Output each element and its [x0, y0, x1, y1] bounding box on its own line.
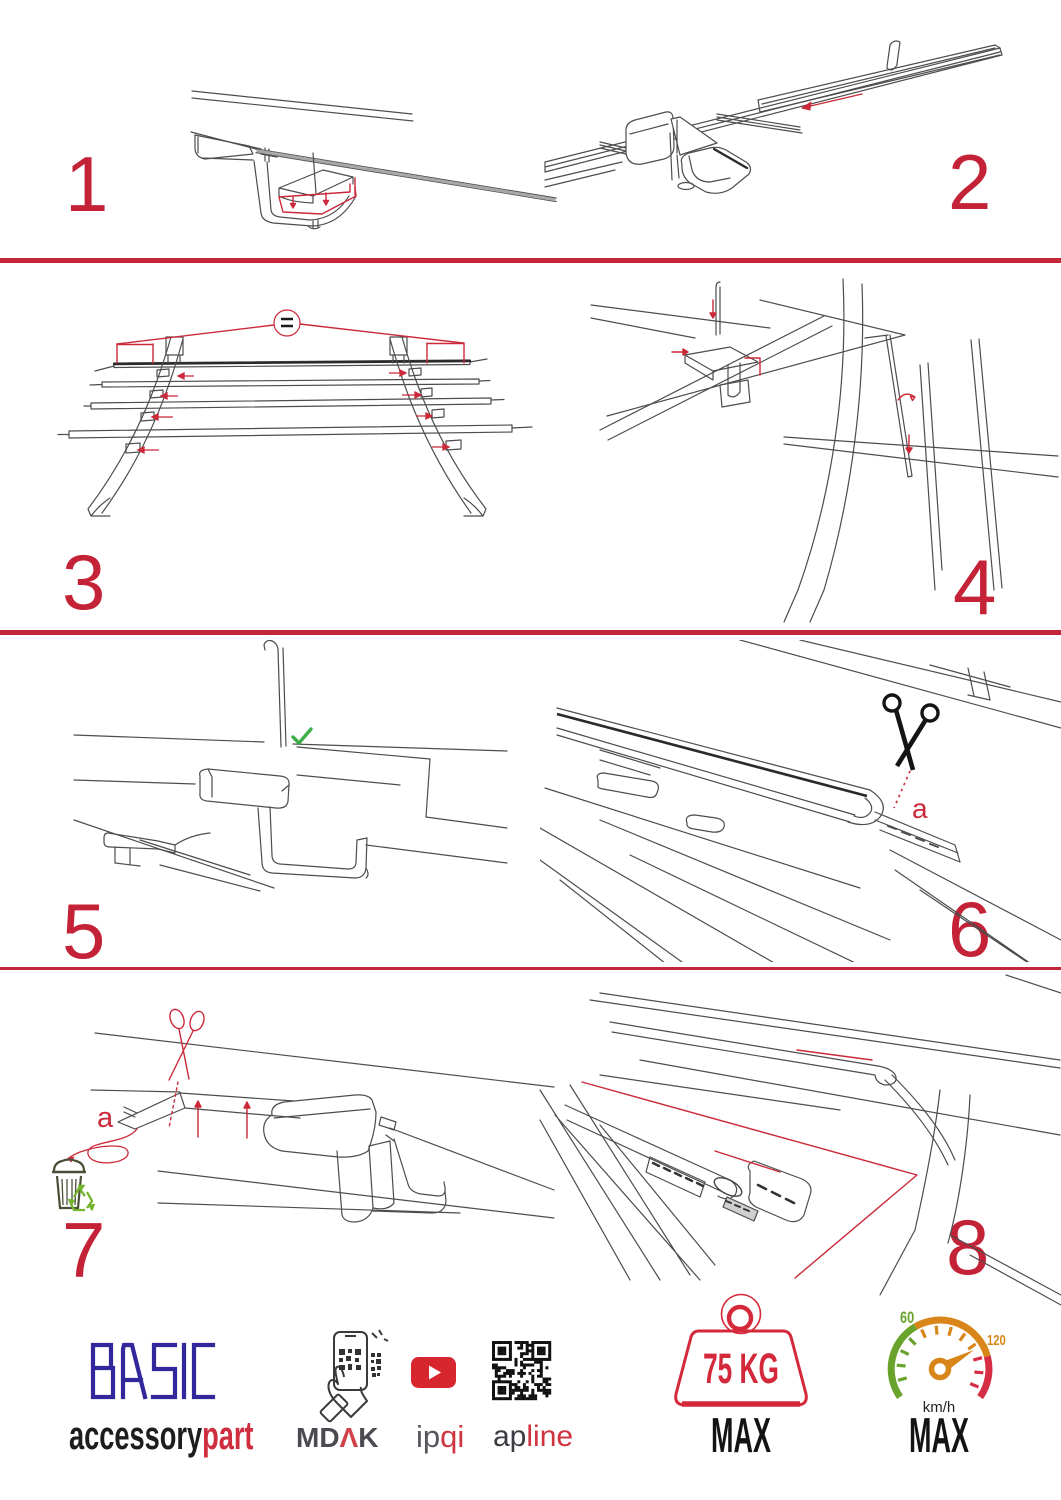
svg-text:a: a [912, 793, 928, 824]
svg-text:a: a [97, 1102, 114, 1134]
svg-text:60: 60 [900, 1308, 914, 1327]
svg-text:km/h: km/h [923, 1399, 956, 1416]
svg-text:75 KG: 75 KG [703, 1344, 779, 1392]
svg-text:120: 120 [987, 1331, 1006, 1348]
